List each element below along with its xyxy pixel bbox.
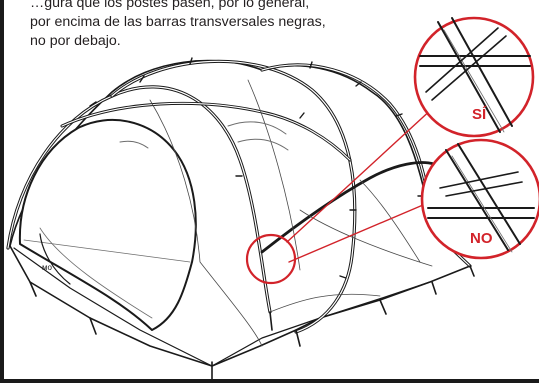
callout-correct: SÍ — [413, 16, 535, 138]
pole-tips — [29, 265, 475, 383]
callout-correct-diagonal — [425, 27, 507, 101]
page-border-bottom — [0, 379, 539, 383]
callout-incorrect-pole — [445, 143, 521, 251]
door-zipper — [39, 233, 71, 285]
side-pole — [260, 161, 436, 254]
callout-incorrect-diagonal — [439, 171, 523, 197]
callout-correct-pole — [437, 17, 513, 133]
callout-incorrect: NO — [420, 138, 539, 260]
instruction-line-2: por encima de las barras transversales n… — [30, 14, 326, 30]
door-inner-seam — [39, 227, 153, 319]
callout-correct-label: SÍ — [472, 106, 487, 123]
callout-correct-circle — [413, 16, 535, 138]
instruction-line-1: …gura que los postes pasen, por lo gener… — [30, 0, 310, 11]
instruction-line-3: no por debajo. — [30, 33, 121, 49]
instruction-text: …gura que los postes pasen, por lo gener… — [30, 0, 410, 51]
callout-incorrect-label: NO — [470, 230, 493, 247]
door-floor-line — [23, 239, 191, 263]
page-border-left — [0, 0, 4, 383]
front-pole-inner — [7, 86, 271, 313]
ridge-pole-inner — [61, 102, 351, 161]
tent-door-opening — [18, 118, 197, 331]
callout-incorrect-pole-detail — [451, 155, 513, 253]
tent-tag: ᴍᴏ — [42, 263, 53, 272]
callout-correct-pole-detail — [443, 29, 505, 133]
middle-pole-inner — [111, 60, 356, 333]
callout-leader-lines — [286, 95, 447, 263]
vent-marks — [119, 121, 289, 151]
callout-correct-crossbar — [419, 55, 531, 67]
tent-panel-seams — [149, 79, 433, 347]
